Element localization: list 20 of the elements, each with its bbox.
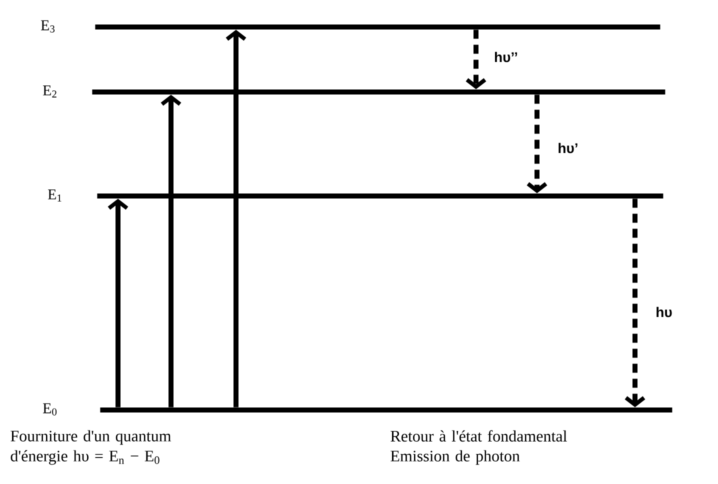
node-label: E$_{2}$ xyxy=(42,85,56,98)
edge-label: hυ’ xyxy=(556,142,580,154)
arrow xyxy=(466,30,486,90)
energy-level: E$_{0}$ xyxy=(43,403,672,416)
arrow xyxy=(624,198,646,408)
caption-text: Emission de photon xyxy=(390,450,520,465)
node-label: E$_{1}$ xyxy=(48,189,62,202)
energy-level: E$_{3}$ xyxy=(41,20,660,32)
edge-label: hυ’’ xyxy=(493,50,519,64)
caption-text: Fourniture d'un quantum d'énergie hυ = E$_{n}$ − E$_{0}$ xyxy=(10,430,172,465)
caption-text: Retour à l'état fondamental xyxy=(390,430,567,442)
node-label: E$_{0}$ xyxy=(42,403,57,416)
edge-label: hυ xyxy=(654,306,674,318)
energy-level: E$_{2}$ xyxy=(43,85,666,98)
arrow xyxy=(226,30,246,408)
arrow xyxy=(108,198,128,408)
arrow xyxy=(526,94,548,194)
energy-level: E$_{1}$ xyxy=(48,189,664,202)
arrow xyxy=(160,94,182,408)
node-label: E$_{3}$ xyxy=(40,20,55,32)
